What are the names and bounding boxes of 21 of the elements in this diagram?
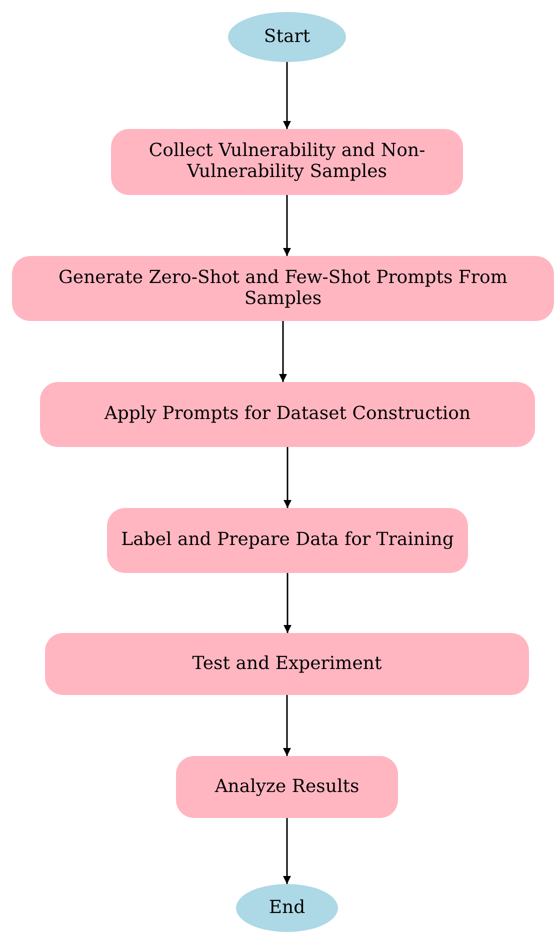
arrow <box>283 195 291 256</box>
process-box <box>45 633 529 695</box>
node-label: Test and Experiment <box>192 654 382 674</box>
node-label: Generate Zero-Shot and Few-Shot Prompts From Samples <box>58 268 508 310</box>
process-box <box>40 382 535 447</box>
arrow <box>283 62 291 129</box>
arrow <box>284 573 292 633</box>
node-label: Analyze Results <box>214 776 360 798</box>
arrow <box>283 818 291 884</box>
process-box <box>176 756 398 818</box>
process-box <box>107 508 468 573</box>
arrow <box>279 321 287 382</box>
arrow <box>284 447 292 508</box>
node-label: Apply Prompts for Dataset Construction <box>104 404 471 425</box>
node-label: End <box>268 898 306 918</box>
process-box <box>12 256 554 321</box>
process-box <box>111 129 463 195</box>
node-label: Start <box>264 26 310 48</box>
node-label: Collect Vulnerability and Non-Vulnerability Samples <box>148 141 426 183</box>
arrow <box>283 695 291 756</box>
node-label: Label and Prepare Data for Training <box>121 530 454 551</box>
